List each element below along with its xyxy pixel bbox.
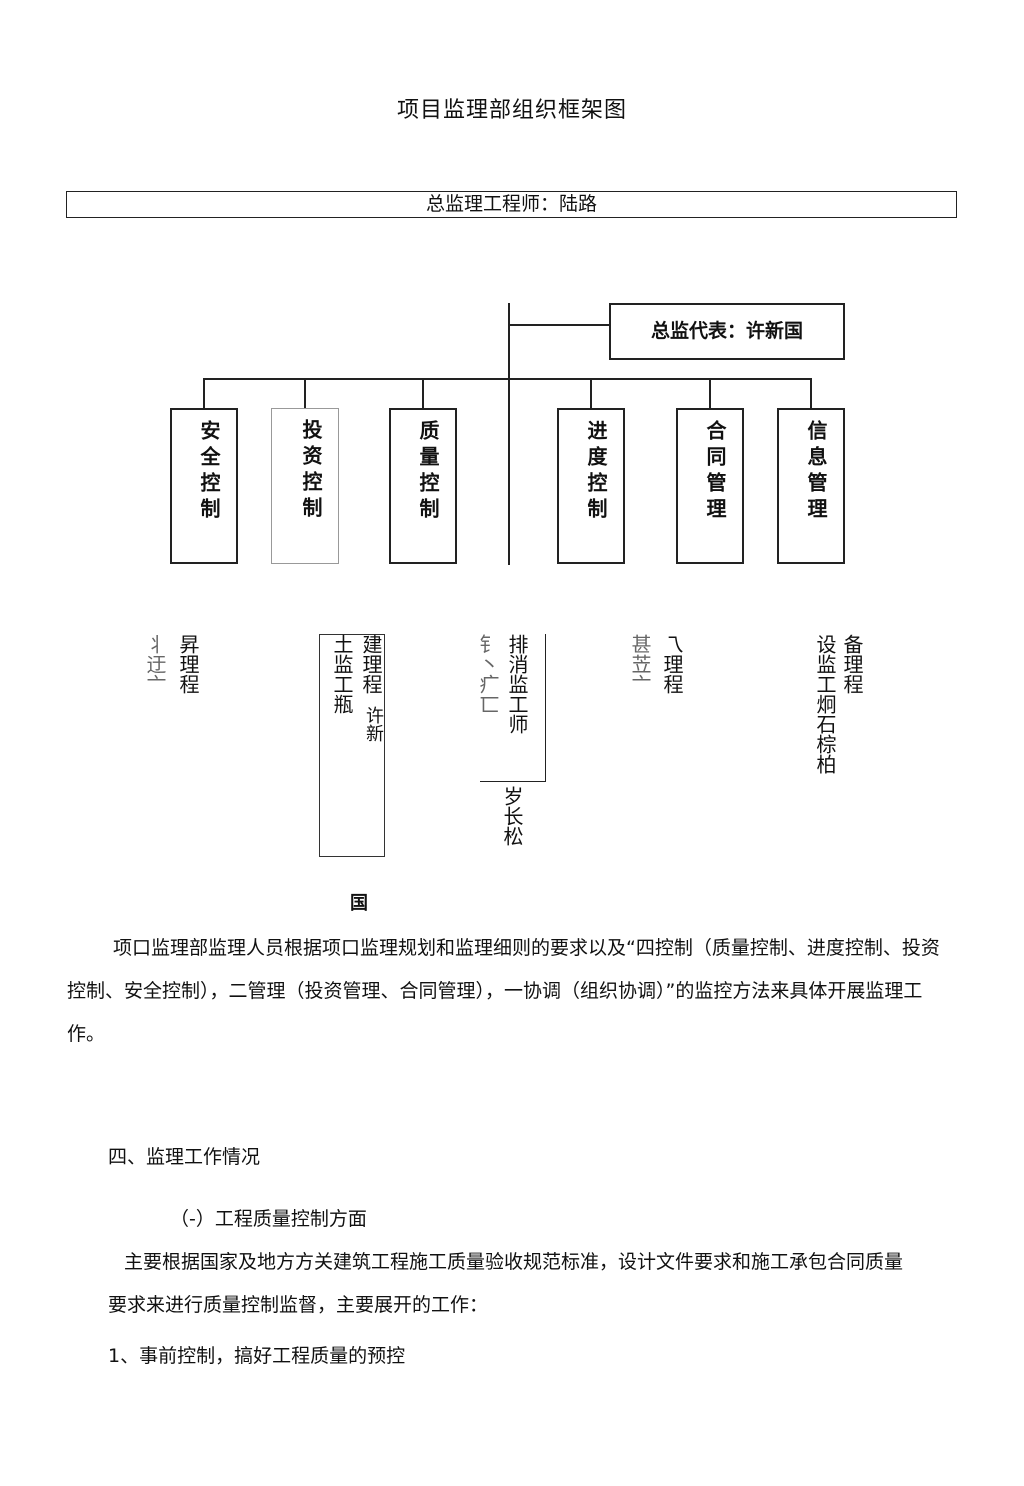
staff-fragment: 土监工瓶 <box>330 634 354 714</box>
staff-fragment: 排消监工师 <box>505 634 529 734</box>
dept-safety-control: 安全控制 <box>170 408 238 564</box>
deputy-box: 总监代表：许新国 <box>609 303 845 360</box>
dept-quality-control: 质量控制 <box>389 408 457 564</box>
drop-line-4 <box>590 378 592 408</box>
list-item: 1、事前控制，搞好工程质量的预控 <box>108 1345 406 1367</box>
drop-line-6 <box>810 378 812 408</box>
quality-paragraph-text: 主要根据国家及地方方关建筑工程施工质量验收规范标准，设计文件要求和施工承包合同质… <box>108 1251 904 1316</box>
intro-paragraph-text: 项口监理部监理人员根据项口监理规划和监理细则的要求以及“四控制（质量控制、进度控… <box>67 937 940 1045</box>
staff-fragment: 钅丶疒匸 <box>476 634 500 714</box>
dept-contract-management: 合同管理 <box>676 408 744 564</box>
staff-fragment: 岁长松 <box>500 786 524 846</box>
drop-line-1 <box>203 378 205 408</box>
stray-character: 国 <box>350 893 368 914</box>
staff-fragment: 乁理程 <box>660 634 684 694</box>
chief-engineer-box: 总监理工程师：陆路 <box>66 191 957 218</box>
fragment-line <box>545 634 546 782</box>
drop-line-2 <box>304 378 306 408</box>
deputy-connector-line <box>508 324 609 326</box>
dept-schedule-control: 进度控制 <box>557 408 625 564</box>
dept-investment-control: 投资控制 <box>271 408 339 564</box>
subsection-heading: （-）工程质量控制方面 <box>170 1208 367 1230</box>
dept-information-management: 信息管理 <box>777 408 845 564</box>
horizontal-bus-line <box>203 378 812 380</box>
staff-fragment: 设监工炯石棕柏 <box>813 634 837 774</box>
staff-fragment: 昇理程 <box>176 634 200 694</box>
quality-paragraph: 主要根据国家及地方方关建筑工程施工质量验收规范标准，设计文件要求和施工承包合同质… <box>108 1241 908 1327</box>
intro-paragraph: 项口监理部监理人员根据项口监理规划和监理细则的要求以及“四控制（质量控制、进度控… <box>67 927 957 1056</box>
drop-line-3 <box>422 378 424 408</box>
main-vertical-line <box>508 303 510 565</box>
staff-fragment: 许新 <box>363 706 384 742</box>
fragment-line <box>480 781 546 782</box>
section-heading: 四、监理工作情况 <box>108 1146 261 1168</box>
staff-fragment: 甚苙亠 <box>628 634 652 694</box>
drop-line-5 <box>709 378 711 408</box>
page-title: 项目监理部组织框架图 <box>396 98 627 123</box>
staff-fragment: 备理程 <box>840 634 864 694</box>
staff-fragment: 建理程 <box>359 634 383 694</box>
staff-fragment-box <box>319 634 385 857</box>
staff-fragment: 丬迂亠 <box>143 634 167 694</box>
